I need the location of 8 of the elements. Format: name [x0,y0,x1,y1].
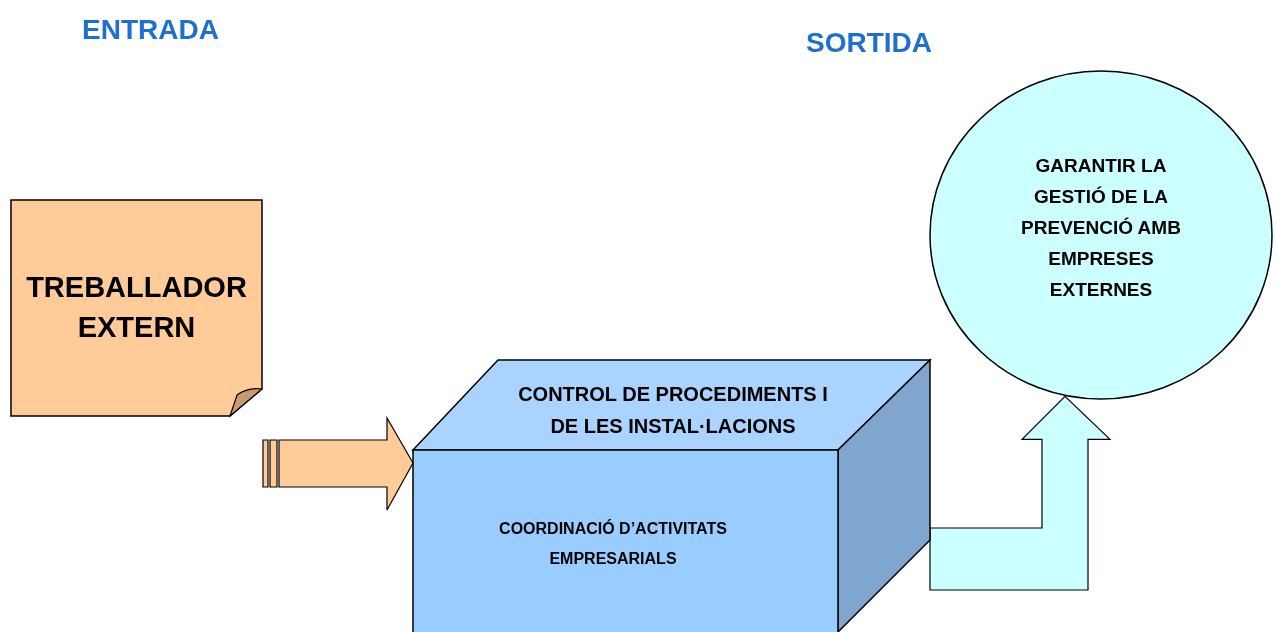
node-label: COORDINACIÓ D’ACTIVITATS EMPRESARIALS [498,518,728,569]
node-label: GARANTIR LA GESTIÓ DE LA PREVENCIÓ AMB EMPRESES EXTERNES [1020,154,1182,302]
node-label: TREBALLADOR EXTERN [25,270,248,345]
section-heading: ENTRADA [82,14,219,46]
node-label: CONTROL DE PROCEDIMENTS I DE LES INSTAL·LACIONS [517,382,829,439]
section-heading: SORTIDA [806,27,932,59]
block-arrow [262,415,414,511]
block-arrow [929,395,1112,591]
